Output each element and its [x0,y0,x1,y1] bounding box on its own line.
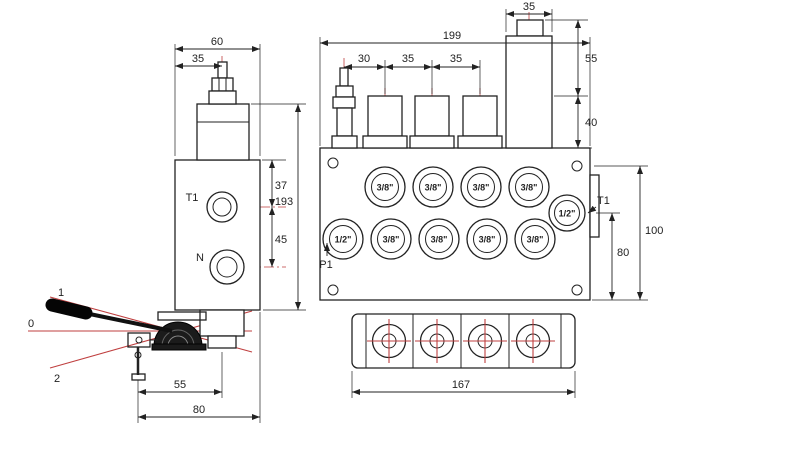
port-a4: 3/8" [508,166,550,208]
dim-35-top-label: 35 [192,53,204,65]
dim-80-right: 80 [592,212,648,301]
dim-100-right: 100 [594,165,663,300]
port-a2-label: 3/8" [425,183,442,193]
dim-193: 193 [251,103,306,311]
port-a3-label: 3/8" [473,183,490,193]
callout-p1: P1 [319,243,333,271]
valve-body-side [174,103,261,349]
dim-199-label: 199 [443,30,461,42]
dim-80-right-label: 80 [617,247,629,259]
port-a2: 3/8" [412,166,454,208]
dim-80-label: 80 [193,404,205,416]
bottom-view [351,313,576,369]
dim-35-block-label: 35 [523,1,535,13]
dim-37: 37 [262,159,287,207]
dims-left: 60 35 37 45 193 [137,36,306,423]
dim-35-b-label: 35 [450,53,462,65]
dim-167: 167 [351,371,576,398]
lever-pos-1-label: 1 [58,287,64,299]
port-a4-label: 3/8" [521,183,538,193]
dim-55-label: 55 [174,379,186,391]
port-a3: 3/8" [460,166,502,208]
dim-45-label: 45 [275,234,287,246]
lever-assembly [45,298,207,381]
dim-30-label: 30 [358,53,370,65]
port-t1-side: T1 [186,191,238,223]
relief-valve [331,67,358,149]
dim-40-right: 40 [574,96,597,149]
dim-40-right-label: 40 [585,117,597,129]
port-b4: 3/8" [514,218,556,260]
dim-80-bottom: 80 [138,312,261,423]
port-t1-side-label: T1 [186,192,199,204]
port-t1-callout: T1 [597,195,610,207]
left-view: 1 0 2 T1 N [28,36,306,423]
port-p-label: 1/2" [335,235,352,245]
port-b3: 3/8" [466,218,508,260]
dim-55-right-label: 55 [585,53,597,65]
dim-193-label: 193 [275,196,293,208]
front-view: 3/8" 3/8" 3/8" 3/8" 1/2" 3/8" 3/8" 3/8" … [319,1,663,398]
port-t-right: 1/2" [548,194,586,232]
dim-167-label: 167 [452,379,470,391]
dim-37-label: 37 [275,180,287,192]
port-b1: 3/8" [370,218,412,260]
ports-bottom-row: 1/2" 3/8" 3/8" 3/8" 3/8" [322,218,556,260]
adjustment-screw [208,61,237,105]
port-p1-callout: P1 [319,259,332,271]
dim-60-label: 60 [211,36,223,48]
dim-35-b: 35 [432,53,481,94]
port-p: 1/2" [322,218,364,260]
bottom-port-3 [463,319,507,363]
ports-top-row: 3/8" 3/8" 3/8" 3/8" [364,166,550,208]
port-b2-label: 3/8" [431,235,448,245]
inlet-block [505,19,553,149]
port-b2: 3/8" [418,218,460,260]
dim-35-a-label: 35 [402,53,414,65]
bottom-port-2 [415,319,459,363]
dim-100-right-label: 100 [645,225,663,237]
callout-t1: T1 [587,195,610,214]
dims-front: 199 35 30 35 35 [319,1,663,398]
port-b3-label: 3/8" [479,235,496,245]
port-b1-label: 3/8" [383,235,400,245]
port-b4-label: 3/8" [527,235,544,245]
port-a1: 3/8" [364,166,406,208]
dim-55-bottom: 55 [137,352,223,423]
dim-45: 45 [268,207,287,267]
port-a1-label: 3/8" [377,183,394,193]
dim-55-right: 55 [545,19,597,97]
spool-caps [362,95,503,149]
lever-boot [153,321,203,347]
dim-35-top-left: 35 [175,53,222,70]
bottom-port-1 [367,319,411,363]
lever-grip [45,298,93,320]
port-n-side: N [196,249,245,285]
dim-35-a: 35 [385,53,433,94]
lever-shaft [79,310,173,333]
port-n-side-label: N [196,252,204,264]
lever-pos-0-label: 0 [28,318,34,330]
bottom-port-4 [511,319,555,363]
dim-199: 199 [319,30,591,146]
dim-60: 60 [174,36,261,156]
dim-35-block: 35 [505,1,553,32]
port-t-label: 1/2" [559,209,576,219]
lever-pos-2-label: 2 [54,373,60,385]
